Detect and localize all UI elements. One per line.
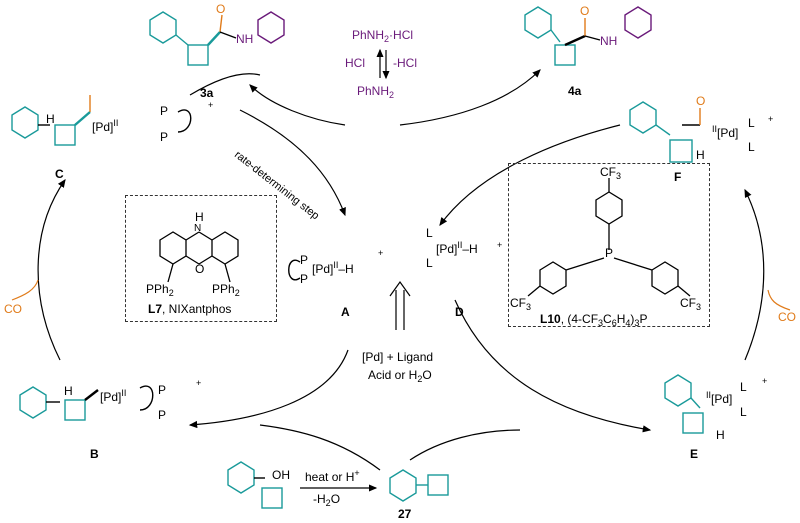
complex-c-label: C bbox=[55, 167, 64, 181]
complex-c-p1: P bbox=[160, 104, 169, 118]
complex-f-l1: L bbox=[748, 116, 755, 130]
complex-e-pd: II[Pd] bbox=[706, 390, 733, 406]
complex-e-label: E bbox=[690, 447, 699, 461]
substrate-entry-right bbox=[409, 429, 521, 461]
hcl-minus-label: -HCl bbox=[393, 56, 417, 70]
cycle-arc-e-to-f bbox=[744, 188, 765, 361]
hcl-plus-label: HCl bbox=[345, 56, 365, 70]
complex-f-plus: + bbox=[768, 114, 774, 124]
heat-acid-label: heat or H+ bbox=[305, 468, 360, 484]
complex-d-pd: [Pd]II–H bbox=[436, 240, 478, 256]
water-loss-label: -H2O bbox=[313, 492, 341, 508]
complex-f-o: O bbox=[696, 94, 706, 108]
complex-f-structure bbox=[629, 101, 701, 163]
complex-b-p1: P bbox=[158, 383, 167, 397]
ligand-l10-box bbox=[508, 163, 710, 327]
complex-a-p1: P bbox=[300, 253, 309, 267]
l7-nh-h: H bbox=[195, 210, 204, 224]
cycle-arc-f-to-d bbox=[439, 124, 621, 226]
complex-d-label: D bbox=[455, 305, 464, 319]
compound-27-label: 27 bbox=[398, 507, 412, 521]
pd-ligand-label: [Pd] + Ligand bbox=[362, 350, 434, 364]
complex-a-p2: P bbox=[300, 272, 309, 286]
cycle-arc-a-to-b bbox=[188, 349, 349, 429]
substrate-entry-left bbox=[259, 424, 381, 471]
co-left-hook bbox=[11, 279, 39, 301]
complex-f-pd: II[Pd] bbox=[712, 124, 739, 140]
complex-e-l1: L bbox=[740, 380, 747, 394]
complex-b-plus: + bbox=[196, 378, 202, 388]
ligand-l10-structure bbox=[527, 178, 691, 297]
complex-c-structure bbox=[11, 95, 192, 146]
complex-d-l2: L bbox=[426, 256, 433, 270]
complex-f-l2: L bbox=[748, 140, 755, 154]
complex-a-pd: [Pd]II–H bbox=[312, 260, 354, 276]
ligand-l7-box bbox=[125, 195, 277, 322]
catalyst-generation-arrow-head bbox=[389, 280, 411, 297]
l7-caption: L7, NIXantphos bbox=[148, 302, 232, 316]
compound-3a-label: 3a bbox=[200, 86, 214, 100]
co-right-label: CO bbox=[778, 310, 796, 324]
complex-e-plus: + bbox=[762, 376, 768, 386]
3a-nh: NH bbox=[236, 32, 254, 46]
compound-4a-structure bbox=[524, 6, 652, 66]
arrow-to-3a bbox=[249, 84, 346, 126]
ligand-l7-structure bbox=[159, 231, 239, 283]
cycle-arc-d-to-e bbox=[454, 299, 652, 433]
complex-e-h: H bbox=[716, 428, 725, 442]
l10-cf3-right: CF3 bbox=[680, 296, 702, 312]
l7-o: O bbox=[195, 262, 205, 276]
complex-b-h: H bbox=[64, 384, 73, 398]
co-right-hook bbox=[767, 289, 791, 311]
complex-a-label: A bbox=[341, 305, 350, 319]
l10-p: P bbox=[605, 246, 614, 260]
complex-b-structure bbox=[19, 385, 154, 421]
compound-27-structure bbox=[389, 469, 449, 502]
cycle-arc-c-to-3a bbox=[189, 73, 261, 96]
4a-carbonyl-o: O bbox=[580, 4, 590, 18]
complex-a-bite bbox=[288, 259, 301, 281]
complex-b-label: B bbox=[90, 447, 99, 461]
complex-d-plus: + bbox=[497, 240, 503, 250]
l10-cf3-left: CF3 bbox=[510, 296, 532, 312]
l7-pph2-right: PPh2 bbox=[212, 282, 240, 298]
complex-c-p2: P bbox=[160, 130, 169, 144]
complex-f-label: F bbox=[674, 170, 682, 184]
cycle-arc-rds bbox=[239, 109, 346, 217]
l10-caption: L10, (4-CF3C6H4)3P bbox=[540, 312, 648, 328]
complex-c-h: H bbox=[46, 112, 55, 126]
complex-d-l1: L bbox=[426, 226, 433, 240]
complex-c-pd: [Pd]II bbox=[92, 118, 119, 134]
aniline-hcl-label: PhNH2·HCl bbox=[352, 28, 414, 44]
aniline-label: PhNH2 bbox=[357, 84, 395, 100]
l10-cf3-top: CF3 bbox=[600, 165, 622, 181]
complex-b-pd: [Pd]II bbox=[100, 388, 127, 404]
complex-b-p2: P bbox=[158, 408, 167, 422]
complex-a-plus: + bbox=[378, 248, 384, 258]
co-left-label: CO bbox=[4, 302, 22, 316]
alcohol-oh: OH bbox=[272, 468, 290, 482]
3a-carbonyl-o: O bbox=[216, 2, 226, 16]
compound-alcohol-structure bbox=[227, 461, 283, 509]
l7-pph2-left: PPh2 bbox=[146, 282, 174, 298]
compound-3a-structure bbox=[149, 11, 285, 66]
l7-n: N bbox=[194, 223, 202, 234]
complex-c-plus: + bbox=[208, 100, 214, 110]
arrow-to-4a bbox=[399, 69, 541, 126]
complex-e-structure bbox=[664, 374, 704, 434]
complex-e-l2: L bbox=[740, 405, 747, 419]
compound-4a-label: 4a bbox=[568, 84, 582, 98]
complex-f-h: H bbox=[696, 148, 705, 162]
4a-nh: NH bbox=[600, 34, 618, 48]
cycle-arc-b-to-c bbox=[37, 179, 66, 361]
acid-water-label: Acid or H2O bbox=[368, 368, 432, 384]
